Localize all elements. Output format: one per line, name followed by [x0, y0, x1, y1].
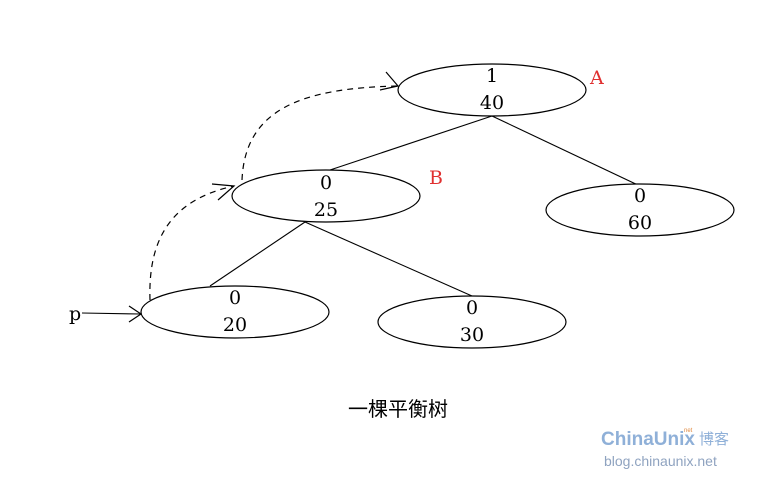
node-key: 20 — [223, 314, 247, 336]
pointer-p: p — [69, 303, 143, 325]
edge-40-60 — [491, 115, 641, 187]
tree-node-60: 0 60 — [545, 183, 735, 237]
node-ellipse — [231, 169, 421, 223]
node-balance: 0 — [229, 287, 241, 309]
node-key: 40 — [480, 92, 504, 114]
node-balance: 0 — [466, 297, 478, 319]
pointer-label: p — [69, 303, 81, 325]
arrow-head-at-25 — [211, 183, 236, 201]
dashed-path-20-to-25 — [149, 185, 235, 301]
node-label-b: B — [429, 167, 443, 189]
watermark: ChinaUnix net 博客 blog.chinaunix.net — [601, 428, 729, 469]
node-key: 30 — [460, 324, 484, 346]
node-label-a: A — [589, 67, 604, 89]
rotation-path — [149, 71, 400, 301]
watermark-brand: ChinaUnix — [601, 429, 695, 450]
edge-40-25 — [329, 115, 493, 171]
arrow-head-at-40 — [379, 71, 400, 91]
tree-node-40: 1 40 A — [397, 63, 604, 117]
node-balance: 0 — [320, 172, 332, 194]
edge-25-30 — [304, 221, 473, 297]
tree-edges — [209, 115, 641, 297]
pointer-arrow-line — [81, 312, 142, 315]
node-balance: 1 — [486, 65, 498, 87]
node-key: 25 — [314, 199, 338, 221]
node-ellipse — [397, 63, 587, 117]
node-ellipse — [545, 183, 735, 237]
tree-node-20: 0 20 — [140, 285, 330, 339]
edge-25-20 — [209, 221, 306, 287]
tree-node-30: 0 30 — [377, 295, 567, 349]
watermark-superscript: net — [684, 428, 693, 434]
watermark-url: blog.chinaunix.net — [604, 453, 717, 469]
tree-node-25: 0 25 B — [231, 167, 443, 223]
node-balance: 0 — [634, 185, 646, 207]
diagram-caption: 一棵平衡树 — [348, 397, 448, 421]
dashed-path-25-to-40 — [241, 85, 399, 181]
watermark-suffix: 博客 — [699, 430, 729, 448]
node-ellipse — [140, 285, 330, 339]
node-key: 60 — [628, 212, 652, 234]
node-ellipse — [377, 295, 567, 349]
